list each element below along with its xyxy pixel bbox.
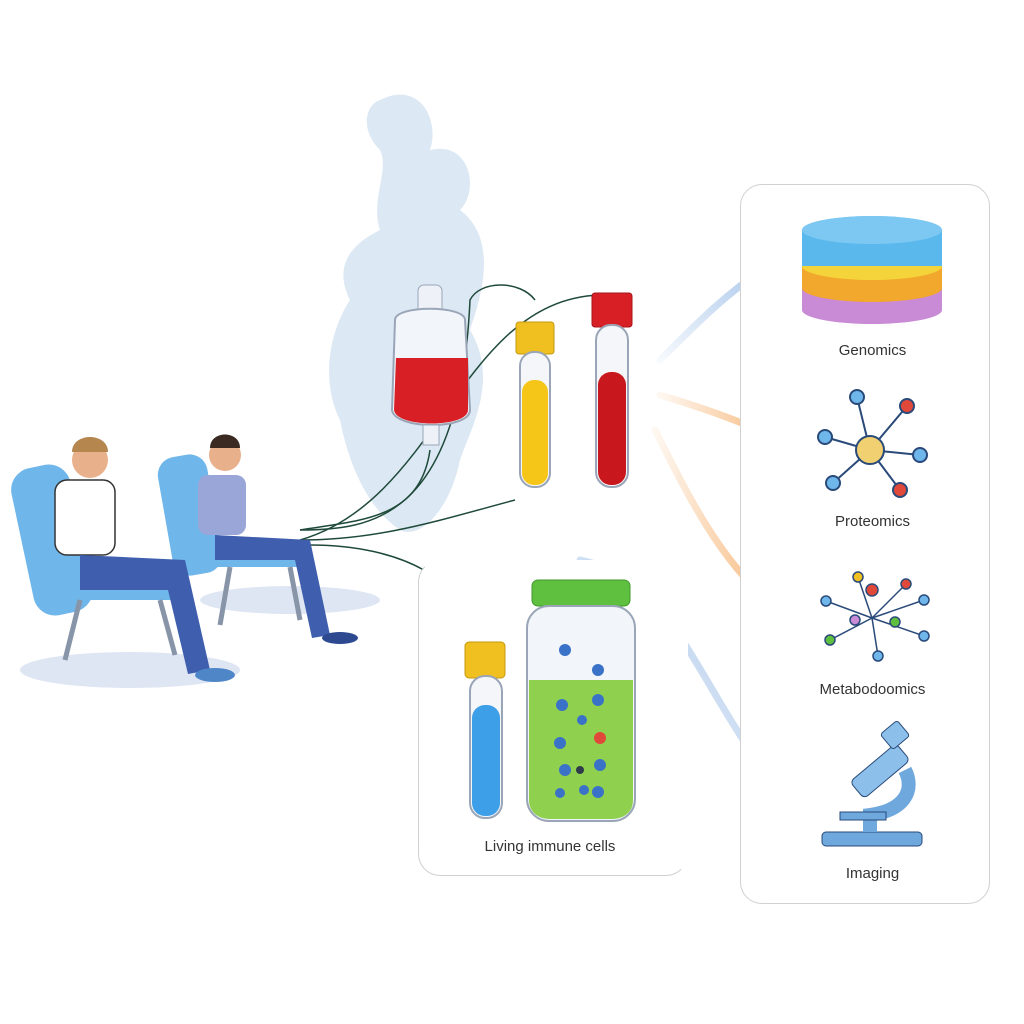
omics-label-metabolomics: Metabodoomics xyxy=(819,681,926,698)
cell-jar xyxy=(526,579,636,822)
iv-bag xyxy=(390,284,472,446)
participant-2 xyxy=(198,434,358,644)
metabolite-network-icon xyxy=(820,571,930,662)
living-immune-cells-label: Living immune cells xyxy=(484,838,616,855)
participant-1 xyxy=(54,437,235,682)
plasma-tube xyxy=(515,321,555,488)
omics-label-genomics: Genomics xyxy=(838,342,907,359)
protein-network-icon xyxy=(817,389,928,498)
database-layers-icon xyxy=(802,216,942,324)
blood-tube xyxy=(591,292,633,488)
omics-label-proteomics: Proteomics xyxy=(834,513,911,530)
cell-tube xyxy=(464,641,506,819)
omics-label-imaging: Imaging xyxy=(845,865,900,882)
microscope-icon xyxy=(821,720,923,847)
